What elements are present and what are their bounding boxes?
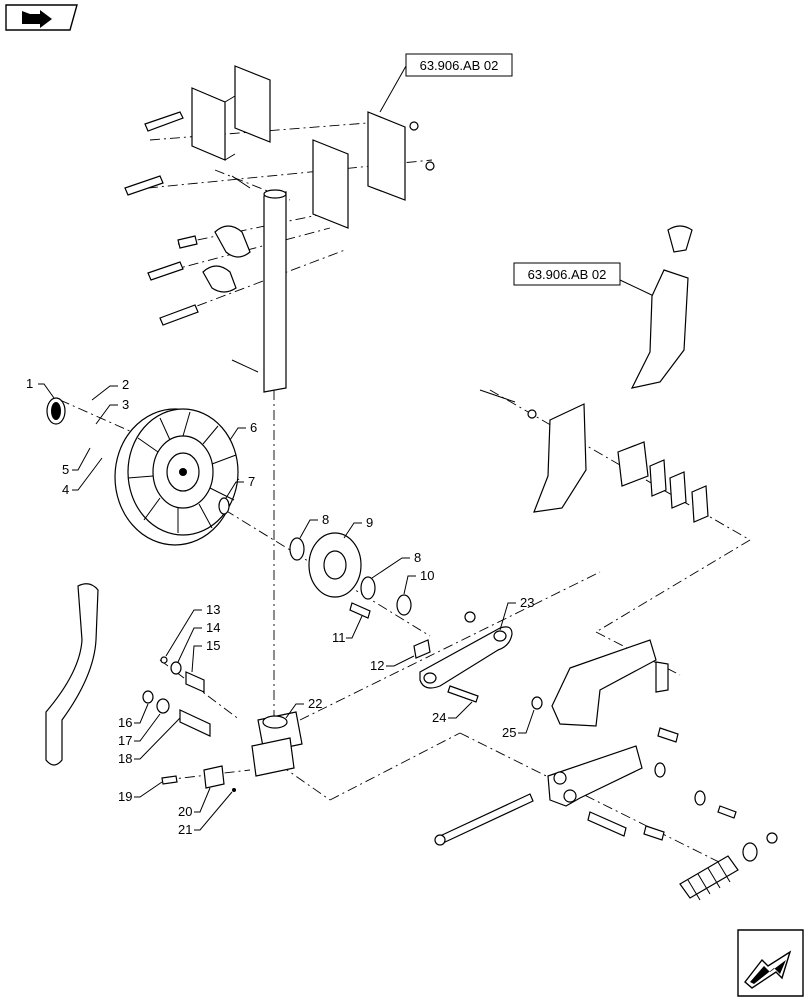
bolt-part-24 [447, 685, 479, 703]
svg-text:20: 20 [178, 804, 192, 819]
callout-12[interactable]: 12 [370, 655, 415, 673]
callout-22[interactable]: 22 [285, 696, 322, 719]
callout-10[interactable]: 10 [403, 568, 434, 595]
callout-3[interactable]: 3 [95, 397, 129, 425]
tag-part-12 [413, 639, 431, 659]
callout-14[interactable]: 14 [177, 620, 220, 663]
svg-text:5: 5 [62, 462, 69, 477]
callout-1[interactable]: 1 [26, 376, 55, 399]
svg-text:10: 10 [420, 568, 434, 583]
arm-part-23 [419, 626, 513, 689]
svg-text:16: 16 [118, 715, 132, 730]
callout-11[interactable]: 11 [332, 615, 363, 645]
svg-text:14: 14 [206, 620, 220, 635]
right-side-plates [479, 389, 709, 523]
pivot-bracket-part-22 [251, 711, 303, 777]
svg-text:21: 21 [178, 822, 192, 837]
callout-4[interactable]: 4 [62, 457, 103, 497]
vertical-shaft [231, 175, 287, 393]
svg-text:1: 1 [26, 376, 33, 391]
book-arrow-icon[interactable] [5, 4, 78, 31]
svg-text:7: 7 [248, 474, 255, 489]
hub-part-9 [308, 532, 362, 598]
callout-8-right[interactable]: 8 [371, 550, 421, 579]
svg-text:63.906.AB 02: 63.906.AB 02 [528, 267, 607, 282]
callout-17[interactable]: 17 [118, 713, 161, 748]
callout-23[interactable]: 23 [499, 595, 534, 631]
bearing-part-8-left [289, 537, 305, 561]
svg-text:2: 2 [122, 377, 129, 392]
nut-upper-arm [464, 611, 476, 623]
callout-18[interactable]: 18 [118, 717, 181, 766]
svg-text:8: 8 [322, 512, 329, 527]
callout-16[interactable]: 16 [118, 703, 149, 730]
svg-text:6: 6 [250, 420, 257, 435]
compression-spring [679, 832, 778, 901]
nut-part-25 [531, 696, 543, 710]
svg-text:9: 9 [366, 515, 373, 530]
washer-part-7 [218, 497, 230, 515]
callout-8-left[interactable]: 8 [299, 512, 329, 539]
mounting-plate-upper-right [312, 111, 406, 229]
svg-text:18: 18 [118, 751, 132, 766]
callout-24[interactable]: 24 [432, 701, 473, 725]
svg-text:11: 11 [332, 630, 346, 645]
svg-text:23: 23 [520, 595, 534, 610]
svg-text:25: 25 [502, 725, 516, 740]
lower-bracket-right [551, 639, 669, 727]
mounting-plate-upper-left [191, 65, 271, 161]
svg-text:63.906.AB 02: 63.906.AB 02 [420, 58, 499, 73]
callout-5[interactable]: 5 [62, 447, 91, 477]
svg-text:22: 22 [308, 696, 322, 711]
bearing-part-8-right [360, 576, 376, 600]
callout-19[interactable]: 19 [118, 781, 163, 804]
lower-arm-right [547, 745, 737, 819]
callout-9[interactable]: 9 [343, 515, 373, 539]
seal-ring-part-1 [46, 397, 66, 425]
svg-text:19: 19 [118, 789, 132, 804]
pivot-bolt-parts-13-15 [160, 656, 205, 693]
shank-bracket [533, 403, 587, 513]
spacer-part-10 [396, 594, 412, 616]
clamp-brackets [202, 225, 251, 293]
long-bolt [434, 793, 534, 846]
gauge-wheel-part-6 [114, 408, 239, 546]
svg-text:13: 13 [206, 602, 220, 617]
svg-text:12: 12 [370, 658, 384, 673]
callout-25[interactable]: 25 [502, 709, 535, 740]
hose [45, 583, 99, 766]
svg-text:8: 8 [414, 550, 421, 565]
bolt-part-11 [349, 602, 371, 619]
reference-box-top[interactable]: 63.906.AB 02 [379, 53, 513, 113]
callout-6[interactable]: 6 [229, 420, 257, 441]
pivot-parts-16-18 [142, 690, 211, 737]
reference-box-right[interactable]: 63.906.AB 02 [513, 262, 659, 299]
svg-text:15: 15 [206, 638, 220, 653]
callout-20[interactable]: 20 [178, 787, 211, 819]
pivot-parts-19-21 [161, 765, 236, 792]
next-page-arrow-icon[interactable] [737, 929, 804, 997]
callout-7[interactable]: 7 [225, 474, 255, 499]
svg-text:17: 17 [118, 733, 132, 748]
callout-13[interactable]: 13 [165, 602, 220, 657]
seed-tube-assembly [630, 225, 693, 389]
svg-text:24: 24 [432, 710, 446, 725]
svg-text:4: 4 [62, 482, 69, 497]
callout-15[interactable]: 15 [191, 638, 220, 673]
svg-text:3: 3 [122, 397, 129, 412]
bolts-upper [124, 111, 435, 326]
callout-2[interactable]: 2 [91, 377, 129, 401]
callout-21[interactable]: 21 [178, 791, 233, 837]
lower-bolts [587, 727, 679, 841]
